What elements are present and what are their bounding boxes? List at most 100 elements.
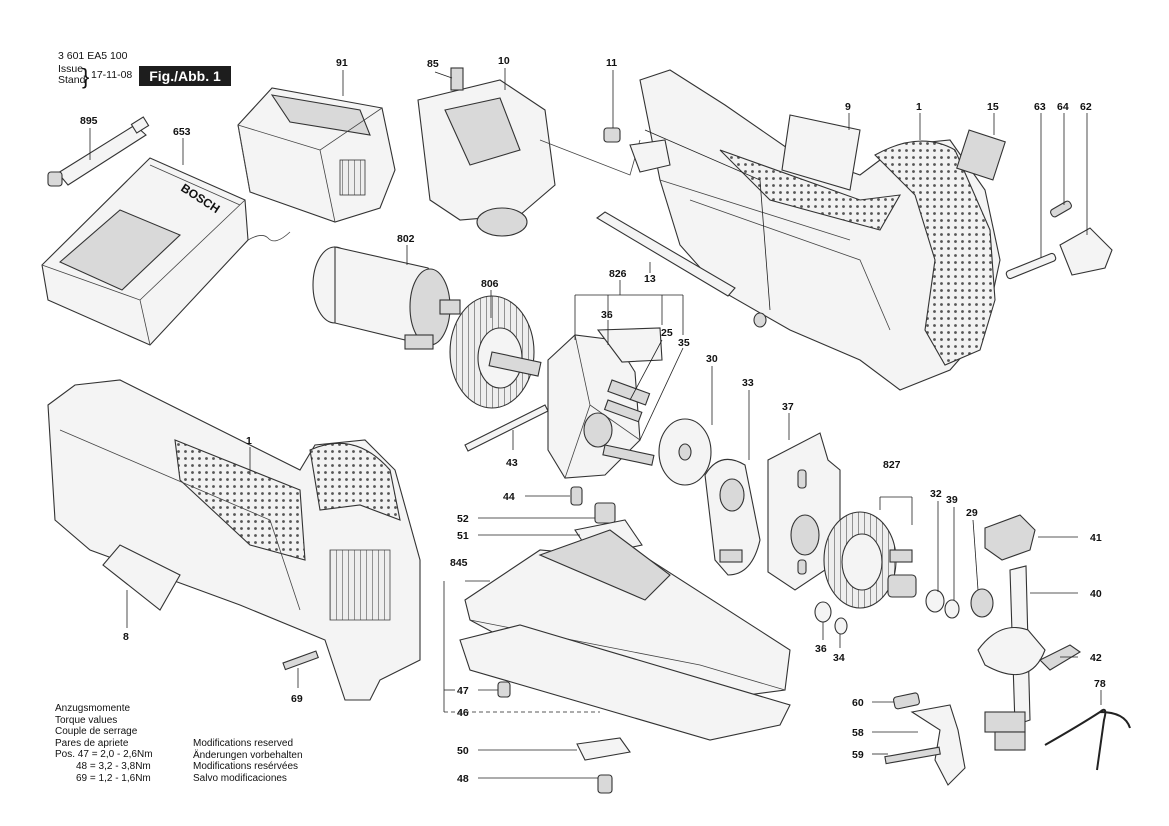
callout-826: 826: [609, 268, 627, 280]
screw-48: [597, 774, 613, 794]
gear-housing-826: [547, 327, 663, 479]
switch-plate-15: [956, 129, 1006, 181]
callout-25: 25: [661, 327, 673, 339]
wire-spring-78: [1044, 708, 1131, 771]
callout-34: 34: [833, 652, 845, 664]
callout-32: 32: [930, 488, 942, 500]
callout-8: 8: [123, 631, 129, 643]
callout-58: 58: [852, 727, 864, 739]
bevel-gear-806: [449, 295, 542, 409]
callout-51: 51: [457, 530, 469, 542]
ring-39: [944, 599, 960, 619]
pin-43: [464, 404, 549, 452]
callout-35: 35: [678, 337, 690, 349]
callout-41: 41: [1090, 532, 1102, 544]
housing-right-1: [639, 69, 1001, 391]
label-9: [781, 114, 861, 191]
callout-91: 91: [336, 57, 348, 69]
callout-895: 895: [80, 115, 98, 127]
clamp-plate-50: [576, 737, 631, 761]
stand-label: Stand: [58, 74, 86, 86]
callout-15: 15: [987, 101, 999, 113]
screw-64: [1050, 200, 1072, 218]
callout-47: 47: [457, 685, 469, 697]
callout-36-bottom: 36: [815, 643, 827, 655]
callout-69: 69: [291, 693, 303, 705]
pin-63: [1005, 252, 1057, 280]
lever-62: [1059, 227, 1113, 276]
torque-row-69: 69 = 1,2 - 1,6Nm: [76, 772, 151, 784]
callout-36-top: 36: [601, 309, 613, 321]
mod-note-de: Änderungen vorbehalten: [193, 749, 303, 761]
mod-note-fr: Modifications resérvées: [193, 761, 299, 773]
washer-30: [658, 418, 712, 486]
torque-row-48: 48 = 3,2 - 3,8Nm: [76, 760, 151, 772]
ring-32: [925, 589, 945, 613]
electronics-module-10: [417, 67, 641, 237]
slider-60: [893, 692, 920, 710]
torque-row-47: Pos. 47 = 2,0 - 2,6Nm: [55, 749, 153, 761]
bushing-29: [970, 588, 994, 618]
callout-845: 845: [450, 557, 468, 569]
callout-85: 85: [427, 58, 439, 70]
battery-charger-653: BOSCH: [41, 157, 291, 346]
switch-11: [603, 127, 771, 328]
torque-title-es: Pares de apriete: [55, 737, 129, 749]
callout-13: 13: [644, 273, 656, 285]
leader-lines: [89, 68, 1102, 779]
callout-48: 48: [457, 773, 469, 785]
modification-notes: Modifications reserved Änderungen vorbeh…: [193, 738, 333, 784]
callout-43: 43: [506, 457, 518, 469]
issue-date: 17-11-08: [91, 69, 133, 81]
torque-title-en: Torque values: [55, 714, 118, 726]
callout-39: 39: [946, 494, 958, 506]
callout-37: 37: [782, 401, 794, 413]
housing-left-1: [47, 379, 421, 701]
callout-50: 50: [457, 745, 469, 757]
callout-46: 46: [457, 707, 469, 719]
callout-1-left: 1: [246, 435, 252, 447]
callout-29: 29: [966, 507, 978, 519]
callout-42: 42: [1090, 652, 1102, 664]
washer-36: [814, 601, 832, 623]
issue-label: Issue: [58, 63, 84, 75]
callout-52: 52: [457, 513, 469, 525]
large-gear-827: [823, 511, 917, 609]
clamp-52: [594, 502, 616, 524]
callout-653: 653: [173, 126, 191, 138]
callout-40: 40: [1090, 588, 1102, 600]
callout-33: 33: [742, 377, 754, 389]
callout-63: 63: [1034, 101, 1046, 113]
counterweight-plate-37: [767, 432, 841, 591]
label-8: [102, 544, 181, 611]
callout-44: 44: [503, 491, 515, 503]
callout-59: 59: [852, 749, 864, 761]
screw-47: [497, 681, 511, 698]
screw-69: [282, 650, 319, 671]
callout-60: 60: [852, 697, 864, 709]
callout-labels: 85 10 11 9 1 15 63 64 62 91 895 653 802 …: [80, 55, 1106, 785]
figure-label: Fig./Abb. 1: [139, 66, 231, 86]
pin-59: [884, 746, 941, 765]
callout-64: 64: [1057, 101, 1069, 113]
washer-34: [834, 617, 848, 635]
base-plate-46: [459, 624, 791, 741]
part-number: 3 601 EA5 100: [58, 50, 128, 62]
motor-802: [312, 246, 461, 350]
guide-rail-13: [596, 211, 736, 297]
clip-42: [1039, 644, 1082, 671]
callout-827: 827: [883, 459, 901, 471]
callout-30: 30: [706, 353, 718, 365]
plunger-40: [977, 565, 1046, 751]
callout-1-right: 1: [916, 101, 922, 113]
torque-title-fr: Couple de serrage: [55, 726, 138, 738]
callout-78: 78: [1094, 678, 1106, 690]
callout-806: 806: [481, 278, 499, 290]
callout-9: 9: [845, 101, 851, 113]
pin-44: [570, 486, 583, 506]
callout-802: 802: [397, 233, 415, 245]
torque-title-de: Anzugsmomente: [55, 703, 131, 714]
callout-11: 11: [606, 57, 617, 69]
